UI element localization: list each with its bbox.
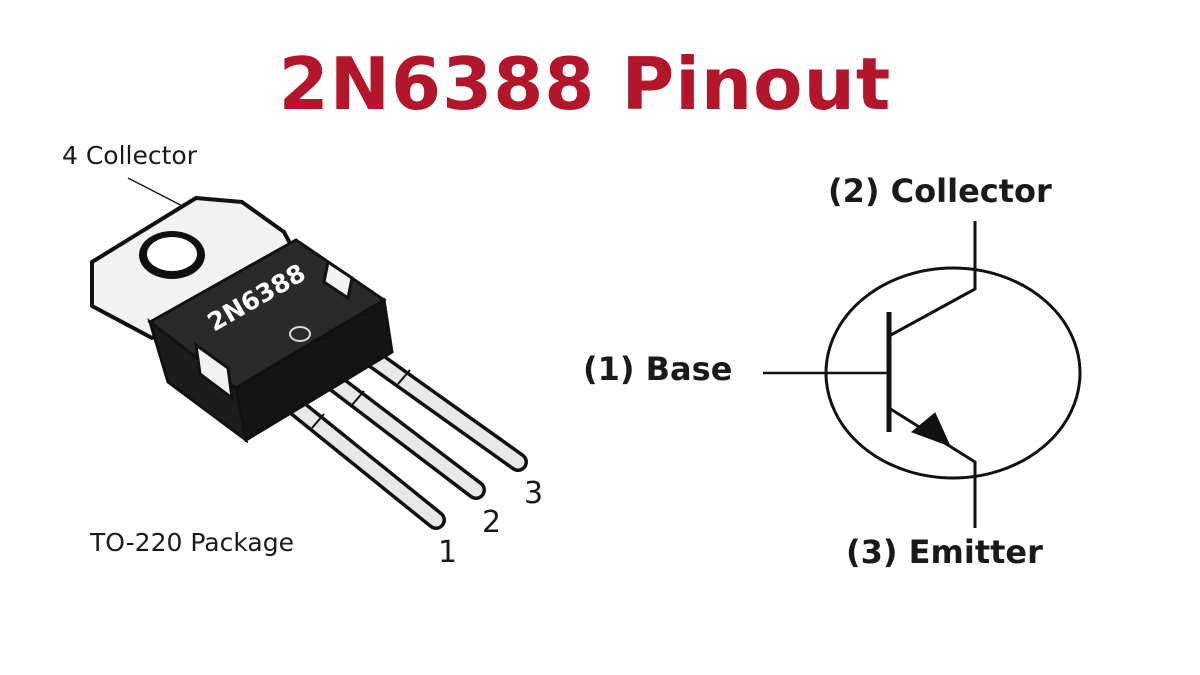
page-title: 2N6388 Pinout: [278, 42, 892, 126]
transistor-symbol: [763, 221, 1082, 528]
base-pin-label: (1) Base: [583, 350, 733, 388]
package-name-label: TO-220 Package: [90, 528, 294, 557]
body-notch-right: [322, 259, 354, 301]
collector-pin-label: (2) Collector: [828, 172, 1052, 210]
emitter-pin-label: (3) Emitter: [846, 533, 1043, 571]
emitter-arrow-icon: [911, 412, 951, 447]
to220-package: 2N6388: [90, 177, 528, 530]
body-notch-left: [194, 341, 234, 402]
body-dimple: [289, 326, 311, 342]
package-body-front: [234, 297, 394, 443]
lead-3: [358, 345, 528, 472]
tab-collector-label: 4 Collector: [62, 141, 197, 170]
lead-2: [316, 366, 486, 500]
pin-number-3: 3: [524, 476, 544, 511]
pin-number-1: 1: [438, 535, 458, 570]
collector-diagonal: [888, 287, 976, 338]
lead-1: [276, 389, 446, 530]
pin-number-2: 2: [482, 505, 502, 540]
mounting-hole-inner: [147, 237, 197, 271]
